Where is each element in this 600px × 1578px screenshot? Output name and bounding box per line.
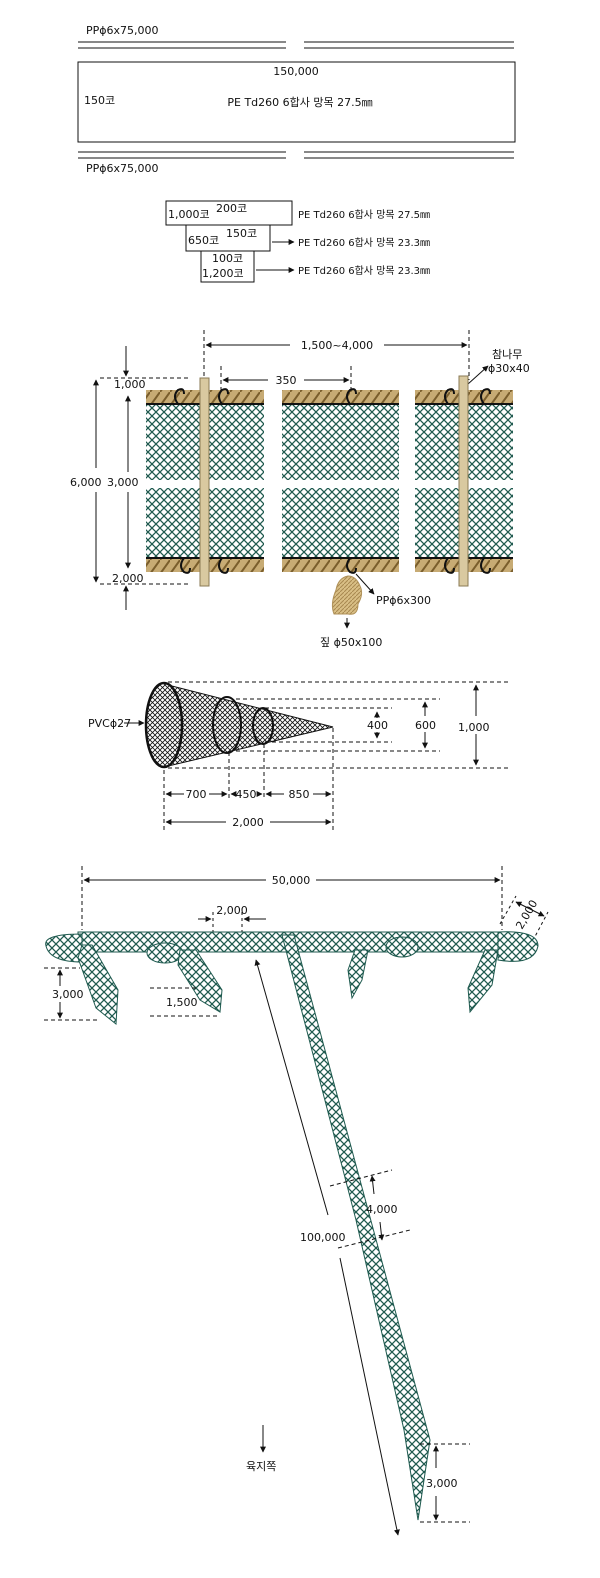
bottom-rope-label: PPϕ6x75,000	[86, 162, 159, 175]
cone-height-mid: 600	[415, 719, 436, 732]
piece2-left-label: 650코	[188, 234, 219, 247]
shore-direction-label: 육지쪽	[246, 1460, 276, 1473]
cone-len-total: 2,000	[232, 816, 264, 829]
top-rope	[78, 41, 514, 49]
stake-type-label: 참나무	[492, 348, 522, 361]
leader-net	[281, 934, 431, 1521]
dim-top-label: 1,000	[114, 378, 146, 391]
wing-mid-dim: 1,500	[166, 996, 198, 1009]
plan-total-length: 50,000	[272, 874, 311, 887]
section-net-pieces: 1,000코 200코 PE Td260 6합사 망목 27.5㎜ 650코 1…	[165, 200, 430, 283]
plan-spacing: 2,000	[216, 904, 248, 917]
cone-len-1: 700	[186, 788, 207, 801]
dim-net-label: 3,000	[107, 476, 139, 489]
hoop-label: PVCϕ27	[88, 717, 131, 730]
piece1-spec-label: PE Td260 6합사 망목 27.5㎜	[298, 209, 430, 221]
cone-len-3: 850	[289, 788, 310, 801]
wing-1	[77, 944, 119, 1025]
panel-spec-label: PE Td260 6합사 망목 27.5㎜	[227, 96, 372, 109]
panel-height-label: 150코	[84, 94, 115, 107]
bottom-rope	[78, 151, 514, 159]
dim-total-label: 6,000	[70, 476, 102, 489]
cone-height-small: 400	[367, 719, 388, 732]
wing-left-dim: 3,000	[52, 988, 84, 1001]
piece2-right-label: 150코	[226, 227, 257, 240]
cone-height-large: 1,000	[458, 721, 490, 734]
hoop-small	[252, 707, 274, 745]
straw-weight	[331, 575, 363, 615]
wing-4	[467, 949, 499, 1014]
net-panel-outline	[77, 61, 516, 143]
wing-3	[347, 949, 369, 1000]
hoop-large	[144, 681, 184, 769]
float-spacing-label: 350	[276, 374, 297, 387]
section-main-panel: PPϕ6x75,000 150,000 150코 PE Td260 6합사 망목…	[77, 24, 516, 175]
leader-width-dim: 4,000	[366, 1203, 398, 1216]
piece3-bottom-label: 1,200코	[202, 267, 244, 280]
piece3-top-label: 100코	[212, 252, 243, 265]
stake-right	[458, 375, 469, 587]
stake-left	[199, 377, 210, 587]
panel-width-label: 150,000	[273, 65, 319, 78]
hooks	[174, 388, 491, 574]
section-cone: PVCϕ27 400 600 1,000 700	[88, 681, 510, 830]
piece2-spec-label: PE Td260 6합사 망목 23.3㎜	[298, 237, 430, 249]
wing-2	[177, 949, 223, 1013]
stake-spacing-label: 1,500~4,000	[301, 339, 373, 352]
leader-end-dim: 3,000	[426, 1477, 458, 1490]
piece1-right-label: 200코	[216, 202, 247, 215]
weight-label: 짚 ϕ50x100	[320, 636, 382, 649]
cone-len-2: 450	[236, 788, 257, 801]
hoop-medium	[212, 696, 242, 754]
rope-label: PPϕ6x300	[376, 594, 431, 607]
stake-size-label: ϕ30x40	[488, 362, 530, 375]
section-stake-view: 1,500~4,000 참나무 ϕ30x40 350 1,000 6,000 3…	[70, 330, 530, 649]
dim-bottom-label: 2,000	[112, 572, 144, 585]
net-piece-3	[200, 250, 255, 283]
leader-length-dim: 100,000	[300, 1231, 346, 1244]
section-plan-view: 50,000 2,000 2,000 3,000 1,50	[44, 866, 549, 1536]
piece1-left-label: 1,000코	[168, 208, 210, 221]
top-rope-label: PPϕ6x75,000	[86, 24, 159, 37]
piece3-spec-label: PE Td260 6합사 망목 23.3㎜	[298, 265, 430, 277]
net-panel-middle	[282, 390, 399, 572]
